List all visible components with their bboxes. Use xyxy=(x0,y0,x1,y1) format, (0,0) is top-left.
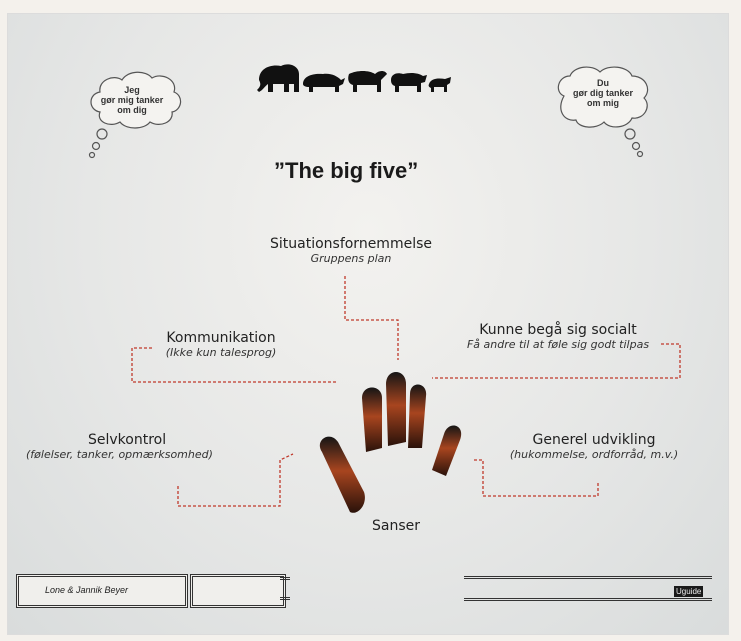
connector-kommunikation xyxy=(131,347,338,383)
node-social: Kunne begå sig socialt Få andre til at f… xyxy=(448,322,668,351)
node-udvikling-sub: (hukommelse, ordforråd, m.v.) xyxy=(509,448,679,461)
node-sanser-label: Sanser xyxy=(372,518,421,534)
connector-selvkontrol xyxy=(177,453,294,507)
node-situation-sub: Gruppens plan xyxy=(310,252,392,265)
footer-divider-left xyxy=(280,577,290,580)
thought-right-line-3: om mig xyxy=(586,98,619,108)
footer-empty-box xyxy=(190,574,286,608)
footer-authors-box: Lone & Jannik Beyer xyxy=(16,574,188,608)
thought-right-line-2: gør dig tanker xyxy=(572,88,633,98)
finger-index xyxy=(362,387,382,452)
poster-title: ”The big five” xyxy=(274,158,419,183)
node-udvikling-label: Generel udvikling xyxy=(532,432,656,448)
footer-line-right-bottom xyxy=(464,598,712,601)
node-social-sub: Få andre til at føle sig godt tilpas xyxy=(466,338,650,351)
node-selvkontrol: Selvkontrol (følelser, tanker, opmærksom… xyxy=(26,432,286,461)
connector-situation xyxy=(344,276,399,360)
thought-cloud-left-icon xyxy=(88,71,182,159)
node-situation-label: Situationsfornemmelse xyxy=(269,236,432,252)
node-selvkontrol-label: Selvkontrol xyxy=(88,432,167,448)
thought-left-line-3: om dig xyxy=(117,105,147,115)
thought-text-left: Jeg gør mig tanker om dig xyxy=(88,85,176,115)
thought-cloud-right-icon xyxy=(557,66,649,158)
node-kommunikation-sub: (Ikke kun talesprog) xyxy=(165,346,277,359)
finger-middle xyxy=(386,372,406,446)
node-kommunikation: Kommunikation (Ikke kun talesprog) xyxy=(156,330,286,359)
big-five-animals-icon xyxy=(257,64,451,92)
finger-thumb xyxy=(319,436,365,513)
thought-left-line-2: gør mig tanker xyxy=(100,95,164,105)
footer-divider-left-bottom xyxy=(280,597,290,600)
node-situation: Situationsfornemmelse Gruppens plan xyxy=(266,236,436,265)
footer-line-right-top xyxy=(464,576,712,579)
thought-right-line-1: Du xyxy=(597,78,609,88)
connector-lines xyxy=(131,276,681,507)
footer-logo: Uguide xyxy=(674,586,704,597)
poster-sheet: Jeg gør mig tanker om dig Du gør dig tan… xyxy=(8,14,728,634)
finger-little xyxy=(432,425,462,476)
node-selvkontrol-sub: (følelser, tanker, opmærksomhed) xyxy=(26,448,213,461)
finger-ring xyxy=(408,384,427,448)
node-kommunikation-label: Kommunikation xyxy=(166,330,276,346)
thought-left-line-1: Jeg xyxy=(124,85,140,95)
connector-social xyxy=(432,343,681,379)
connector-udvikling xyxy=(474,459,599,497)
footer-authors: Lone & Jannik Beyer xyxy=(45,585,129,595)
node-social-label: Kunne begå sig socialt xyxy=(479,322,637,338)
thought-text-right: Du gør dig tanker om mig xyxy=(561,78,645,108)
node-udvikling: Generel udvikling (hukommelse, ordforråd… xyxy=(494,432,694,461)
hand-icon xyxy=(319,372,462,513)
